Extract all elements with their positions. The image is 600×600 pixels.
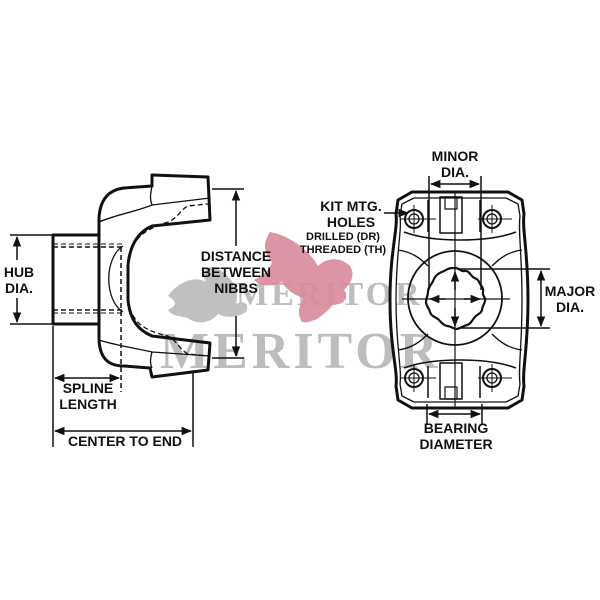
threaded-th-label: THREADED (TH) <box>299 244 387 256</box>
drilled-dr-label: DRILLED (DR) <box>306 231 380 243</box>
major-dia-label: MAJOR DIA. <box>544 283 596 315</box>
distance-label-line3: NIBBS <box>214 280 258 296</box>
spline-length-label-line2: LENGTH <box>59 396 117 412</box>
bearing-diameter-label-line2: DIAMETER <box>419 436 493 452</box>
major-dia-label-line2: DIA. <box>556 299 584 315</box>
watermark-bull-pink-icon <box>254 232 353 323</box>
distance-between-nibbs-dimension <box>212 188 244 359</box>
center-to-end-dimension <box>53 372 194 447</box>
kit-mtg-holes-label: KIT MTG. HOLES <box>314 198 388 230</box>
minor-dia-label-line1: MINOR <box>431 148 479 164</box>
minor-dia-dimension <box>428 176 482 290</box>
major-dia-label-line1: MAJOR <box>544 283 596 299</box>
spline-length-label-line1: SPLINE <box>62 380 114 396</box>
kit-mtg-holes-label-line2: HOLES <box>326 214 376 230</box>
spline-bore-icon <box>424 266 487 331</box>
bearing-diameter-label-line1: BEARING <box>423 420 489 436</box>
distance-label-line1: DISTANCE <box>200 248 272 264</box>
hub-dia-label: HUB DIA. <box>2 264 36 296</box>
spline-internal-arrows <box>428 270 482 328</box>
hub-dia-label-line2: DIA. <box>5 280 33 296</box>
side-view-yoke <box>51 173 212 392</box>
drilled-threaded-label: DRILLED (DR) THREADED (TH) <box>298 231 388 257</box>
major-dia-dimension <box>460 268 550 329</box>
center-to-end-label: CENTER TO END <box>60 433 190 449</box>
kit-mtg-holes-label-line1: KIT MTG. <box>320 198 382 214</box>
center-to-end-label-text: CENTER TO END <box>67 433 183 449</box>
hub-dia-label-line1: HUB <box>3 264 35 280</box>
distance-label-line2: BETWEEN <box>201 264 271 280</box>
distance-between-nibbs-label: DISTANCE BETWEEN NIBBS <box>196 248 276 296</box>
minor-dia-label-line2: DIA. <box>441 164 469 180</box>
bearing-diameter-dimension <box>426 404 483 424</box>
watermark-bull-gray-icon <box>168 267 248 323</box>
spline-length-label: SPLINE LENGTH <box>56 380 120 412</box>
hub-dia-dimension <box>10 234 52 325</box>
bearing-diameter-label: BEARING DIAMETER <box>414 420 498 452</box>
spline-length-dimension <box>52 326 121 447</box>
minor-dia-label: MINOR DIA. <box>425 148 485 180</box>
end-view-yoke <box>388 190 530 410</box>
